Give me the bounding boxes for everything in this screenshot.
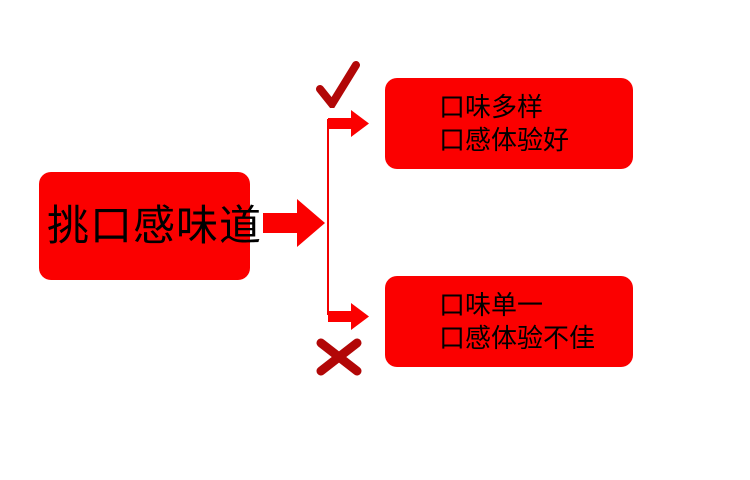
root-node: 挑口感味道 bbox=[39, 172, 261, 280]
arrow-right-top-icon bbox=[328, 110, 369, 137]
branch-connector-line bbox=[327, 119, 329, 315]
branch-positive-line-1: 口味多样 bbox=[439, 91, 544, 122]
branch-positive-line-2: 口感体验好 bbox=[439, 124, 570, 155]
branch-node-positive: 口味多样 口感体验好 bbox=[385, 78, 633, 169]
cross-icon bbox=[316, 338, 362, 376]
arrow-right-icon bbox=[263, 199, 325, 247]
arrow-right-bottom-icon bbox=[328, 303, 369, 330]
checkmark-icon bbox=[316, 60, 360, 108]
branch-node-negative: 口味单一 口感体验不佳 bbox=[385, 276, 633, 367]
root-node-label: 挑口感味道 bbox=[47, 202, 263, 249]
branch-negative-line-1: 口味单一 bbox=[439, 289, 544, 320]
branch-negative-line-2: 口感体验不佳 bbox=[439, 322, 596, 353]
